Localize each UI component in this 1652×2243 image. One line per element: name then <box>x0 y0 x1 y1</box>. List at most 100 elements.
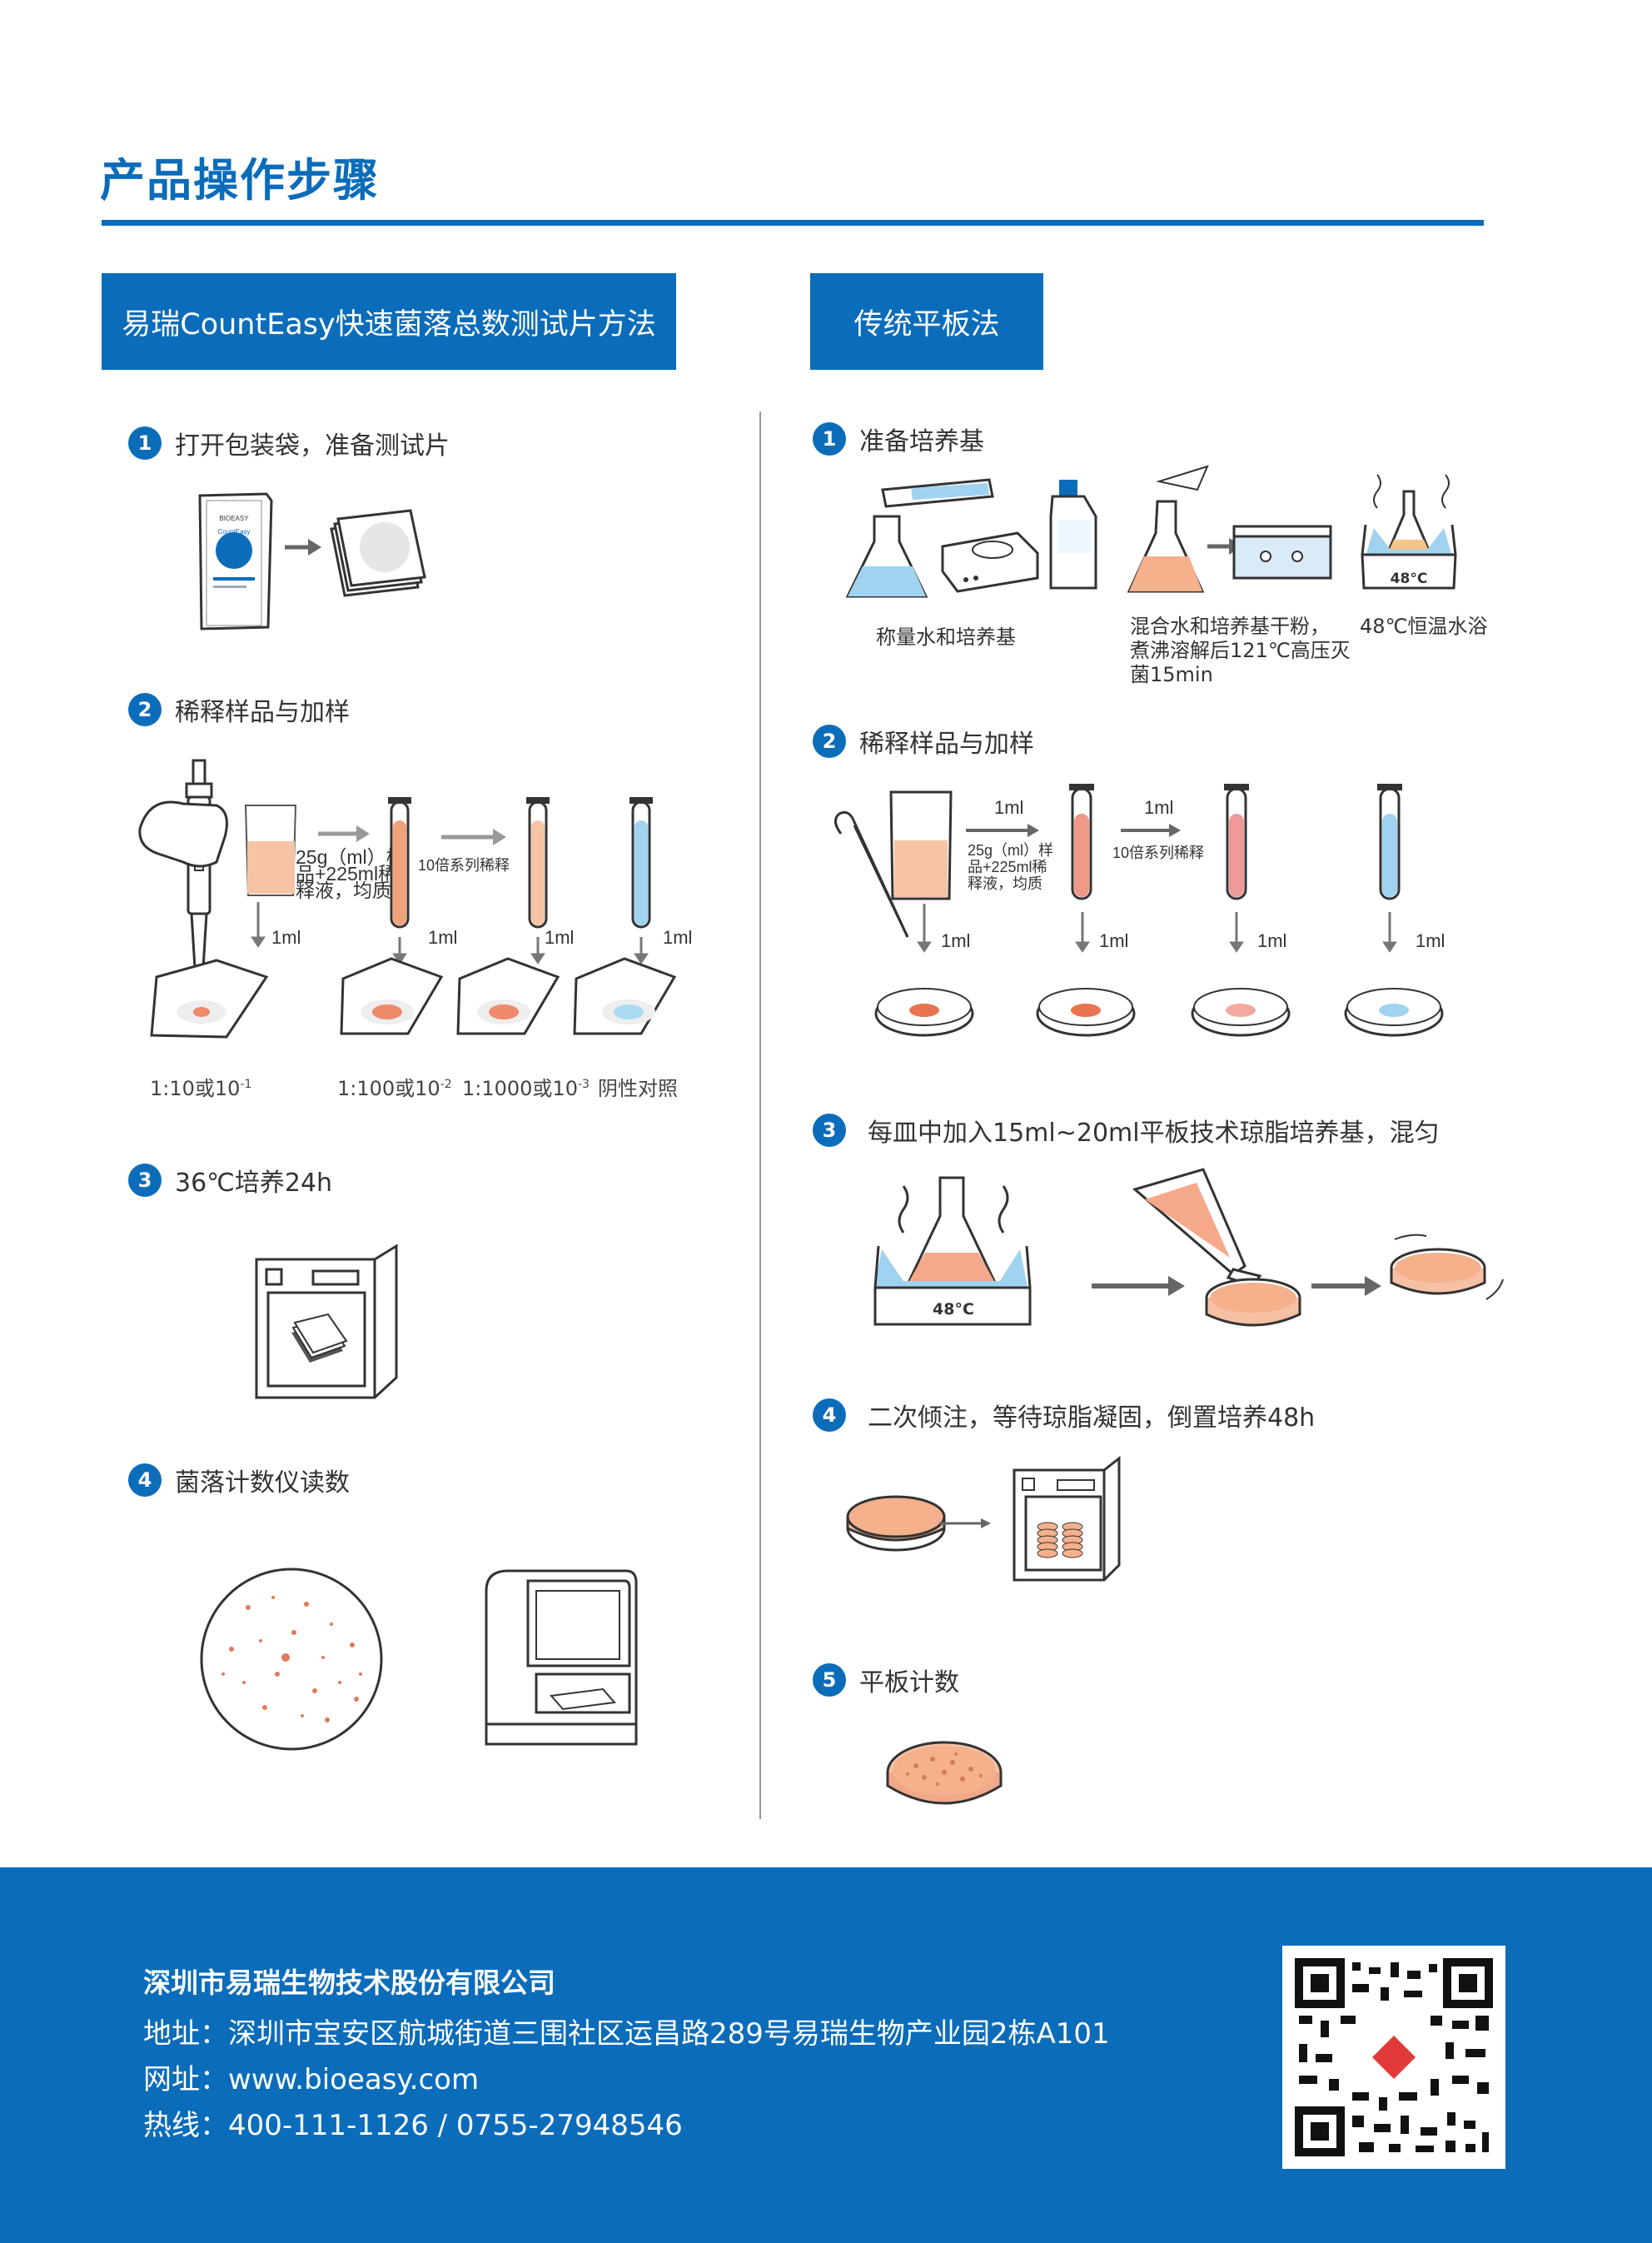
colony-counter-reader <box>485 1569 638 1746</box>
step-number-badge: 3 <box>128 1164 162 1197</box>
water-bath-icon <box>1361 474 1457 590</box>
qr-logo-icon <box>1372 2036 1416 2079</box>
volume-label: 1ml <box>1257 930 1286 951</box>
arrow-right-icon <box>318 825 370 842</box>
colony-dots <box>221 1596 362 1722</box>
sample-bag-icon <box>244 805 297 896</box>
flask-orange-icon <box>1127 500 1205 593</box>
step-text: 稀释样品与加样 <box>175 698 350 727</box>
volume-label: 1ml <box>663 927 692 948</box>
colony-counter-icon <box>485 1569 638 1746</box>
petri-dish-3-icon <box>1191 988 1291 1037</box>
test-sheet-stack-icon <box>330 509 426 597</box>
left-dilution-illustration: 25g（ml）样 品+225ml稀 释液，均质 10倍系列稀释 1ml 1ml … <box>138 759 692 1039</box>
dilution-label-2: 1:100或10-2 <box>337 1077 452 1100</box>
step-text: 平板计数 <box>859 1668 959 1697</box>
qr-code-icon <box>1295 1958 1493 2156</box>
petri-dish-colonies-icon <box>886 1741 1003 1805</box>
step-text: 菌落计数仪读数 <box>175 1468 350 1498</box>
step-number-badge: 5 <box>813 1663 846 1697</box>
test-film-3-icon <box>456 957 560 1035</box>
step-number-badge: 2 <box>128 693 162 726</box>
test-tube-2-icon <box>1224 784 1249 900</box>
step-number-badge: 4 <box>813 1398 846 1432</box>
test-film-control-icon <box>573 957 677 1035</box>
pipette-icon <box>834 810 909 938</box>
dilution-label-3: 1:1000或10-3 <box>462 1077 590 1100</box>
dilution-label-1: 1:10或10-1 <box>150 1077 252 1100</box>
water-bath-temp: 48°C <box>1391 571 1428 587</box>
right-step-5: 5 平板计数 <box>813 1662 959 1698</box>
test-tube-1-icon <box>388 797 411 929</box>
arrow-right-icon <box>939 1518 991 1528</box>
sample-note: 25g（ml）样 品+225ml稀 释液，均质 <box>296 846 411 901</box>
balance-scale-icon <box>941 531 1039 593</box>
volume-label: 1ml <box>428 927 457 948</box>
company-name: 深圳市易瑞生物技术股份有限公司 <box>143 1966 555 1999</box>
arrow-right-icon <box>1121 824 1181 837</box>
incubator-illustration <box>255 1244 398 1399</box>
package-product: CountEasy <box>217 528 250 536</box>
powder-paper-icon <box>1156 465 1209 491</box>
step-text: 打开包装袋，准备测试片 <box>175 431 450 461</box>
water-bath-icon <box>873 1176 1032 1326</box>
volume-label: 1ml <box>941 930 970 951</box>
step-text: 36℃培养24h <box>175 1169 333 1198</box>
volume-label: 1ml <box>271 927 301 948</box>
control-tube-icon <box>629 797 653 929</box>
left-step-4: 4 菌落计数仪读数 <box>128 1462 350 1498</box>
dilution-label-control: 阴性对照 <box>598 1077 678 1100</box>
inverted-dish-icon <box>846 1495 946 1552</box>
step-text: 每皿中加入15ml~20ml平板技术琼脂培养基，混匀 <box>868 1119 1440 1148</box>
colony-count-plate <box>200 1568 383 1751</box>
hotline: 热线：400-111-1126 / 0755-27948546 <box>143 2109 683 2142</box>
arrow-right-icon <box>441 829 506 845</box>
volume-label: 1ml <box>1144 797 1173 818</box>
prep-caption-mix: 混合水和培养基干粉， 煮沸溶解后121℃高压灭 菌15min <box>1130 615 1351 686</box>
left-step-1: 1 打开包装袋，准备测试片 <box>128 425 450 461</box>
volume-label: 1ml <box>1099 930 1128 951</box>
step-number-badge: 1 <box>128 426 162 460</box>
left-step-2: 2 稀释样品与加样 <box>128 691 350 728</box>
tab-counteasy-method: 易瑞CountEasy快速菌落总数测试片方法 <box>102 273 676 370</box>
down-arrows-icon <box>917 904 1397 953</box>
incubator-icon <box>255 1244 398 1399</box>
right-step-3: 3 每皿中加入15ml~20ml平板技术琼脂培养基，混匀 <box>813 1112 1440 1149</box>
title-rule <box>102 220 1484 226</box>
step-number-badge: 4 <box>128 1463 162 1497</box>
qr-code <box>1282 1946 1505 2169</box>
right-step-1: 1 准备培养基 <box>813 421 984 457</box>
arrow-right-icon <box>1311 1276 1381 1296</box>
step-text: 二次倾注，等待琼脂凝固，倒置培养48h <box>868 1403 1316 1433</box>
website[interactable]: 网址：www.bioeasy.com <box>143 2063 480 2096</box>
volume-label: 1ml <box>1416 930 1445 951</box>
control-tube-icon <box>1377 784 1402 900</box>
right-step-4: 4 二次倾注，等待琼脂凝固，倒置培养48h <box>813 1397 1315 1433</box>
pipette-icon <box>138 759 228 997</box>
test-tube-1-icon <box>1069 784 1094 900</box>
incubator-icon <box>1013 1455 1121 1582</box>
flask-icon <box>845 515 928 598</box>
pour-agar-illustration: 48°C <box>873 1168 1504 1327</box>
petri-dish-1-icon <box>874 988 974 1037</box>
water-bath-temp: 48°C <box>933 1300 974 1318</box>
swirling-dish-icon <box>1390 1234 1504 1300</box>
petri-dish-agar-icon <box>1205 1278 1301 1327</box>
petri-dish-2-icon <box>1036 988 1136 1037</box>
sample-beaker-icon <box>889 790 953 900</box>
arrow-right-icon <box>285 539 321 556</box>
step-number-badge: 1 <box>813 422 846 456</box>
right-step-2: 2 稀释样品与加样 <box>813 723 1034 760</box>
address: 地址：深圳市宝安区航城街道三围社区运昌路289号易瑞生物产业园2栋A101 <box>143 2017 1110 2051</box>
sample-note: 25g（ml）样 品+225ml稀 释液，均质 <box>968 842 1057 892</box>
volume-label: 1ml <box>545 927 574 948</box>
step-text: 准备培养基 <box>859 427 984 456</box>
tab-traditional-plate-method: 传统平板法 <box>810 273 1043 370</box>
package-brand: BIOEASY <box>219 515 249 522</box>
arrow-right-icon <box>1092 1276 1185 1296</box>
down-arrows-icon <box>251 902 649 964</box>
prep-caption-weigh: 称量水和培养基 <box>876 626 1016 649</box>
test-film-1-icon <box>150 959 269 1039</box>
media-bottle-icon <box>1049 480 1097 590</box>
series-dilution-note: 10倍系列稀释 <box>418 857 510 874</box>
